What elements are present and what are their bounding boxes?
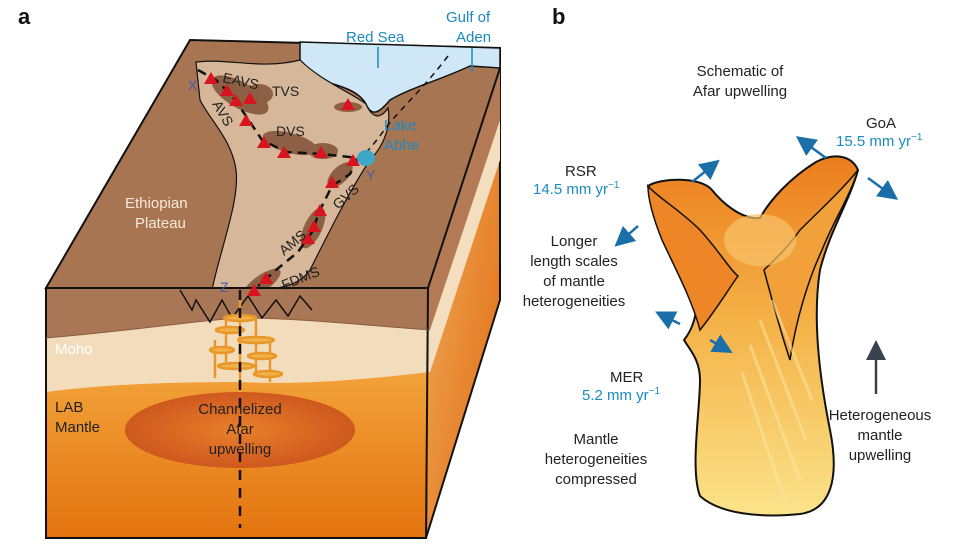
label-tvs: TVS xyxy=(272,83,299,99)
extension-arrows xyxy=(614,136,899,353)
schematic-glow xyxy=(724,214,796,266)
label-afar: Afar xyxy=(226,421,254,438)
magma-plumbing xyxy=(208,300,284,390)
segment-shade-eavs xyxy=(211,75,269,115)
schematic-left-fold xyxy=(647,183,740,332)
label-red-sea: Red Sea xyxy=(346,29,405,46)
label-longer-3: of mantle xyxy=(543,273,605,290)
lithosphere-layer xyxy=(46,318,430,392)
label-rsr: RSR xyxy=(565,163,597,180)
label-point-y: Y xyxy=(366,167,376,183)
label-longer-2: length scales xyxy=(530,253,618,270)
label-rsr-rate: 14.5 mm yr−1 xyxy=(533,180,620,198)
label-lake-abhe-1: Lake xyxy=(384,117,417,134)
label-goa-rate: 15.5 mm yr−1 xyxy=(836,132,923,150)
label-plateau: Plateau xyxy=(135,215,186,232)
label-compressed-2: heterogeneities xyxy=(545,451,648,468)
segment-shade-dvs xyxy=(262,130,318,156)
label-mer-rate: 5.2 mm yr−1 xyxy=(582,386,661,404)
arrow-rsr-ne xyxy=(691,159,720,183)
arrow-rsr-sw xyxy=(614,225,639,247)
label-mer: MER xyxy=(610,369,644,386)
label-schematic-2: Afar upwelling xyxy=(693,83,787,100)
block-right-lithosphere xyxy=(430,120,500,372)
lake-abhe xyxy=(357,150,375,166)
arrow-goa-se xyxy=(867,176,899,200)
label-lake-abhe-2: Abhe xyxy=(384,137,419,154)
label-moho: Moho xyxy=(55,341,93,358)
upwelling-schematic xyxy=(646,155,860,517)
label-gulf-of-aden-2: Aden xyxy=(456,29,491,46)
block-diagram xyxy=(44,38,501,539)
volcano-markers xyxy=(204,72,360,296)
label-point-x: X xyxy=(188,77,198,93)
panel-a-letter: a xyxy=(18,4,31,29)
block-right-crust xyxy=(428,68,500,330)
label-longer-1: Longer xyxy=(551,233,598,250)
label-schematic-1: Schematic of xyxy=(697,63,785,80)
label-compressed-1: Mantle xyxy=(573,431,618,448)
label-goa: GoA xyxy=(866,115,896,132)
red-sea-water xyxy=(299,41,501,113)
panel-b-letter: b xyxy=(552,4,565,29)
label-mantle: Mantle xyxy=(55,419,100,436)
label-compressed-3: compressed xyxy=(555,471,637,488)
label-hetero-2: mantle xyxy=(857,427,902,444)
gulf-boundary-dashed xyxy=(361,55,449,157)
label-hetero-1: Heterogeneous xyxy=(829,407,932,424)
arrow-goa-nw xyxy=(795,136,827,160)
label-longer-4: heterogeneities xyxy=(523,293,626,310)
label-hetero-3: upwelling xyxy=(849,447,912,464)
label-point-z: Z xyxy=(220,279,229,295)
arrow-mer-e xyxy=(709,334,733,353)
label-gulf-of-aden-1: Gulf of xyxy=(446,9,491,26)
arrow-mer-w xyxy=(655,311,681,330)
channelized-plume xyxy=(125,392,355,468)
label-ethiopian: Ethiopian xyxy=(125,195,188,212)
schematic-stripes xyxy=(740,299,814,506)
label-upwelling: upwelling xyxy=(209,441,272,458)
label-lab: LAB xyxy=(55,399,83,416)
schematic-right-fold xyxy=(763,169,859,361)
label-eavs: EAVS xyxy=(221,69,260,92)
label-dvs: DVS xyxy=(276,123,305,139)
label-channelized: Channelized xyxy=(198,401,281,418)
block-front-outline xyxy=(45,287,430,539)
